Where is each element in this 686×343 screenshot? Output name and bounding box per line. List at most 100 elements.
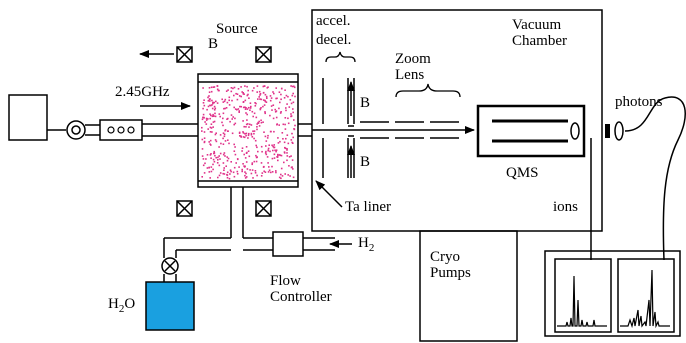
plasma-dot [212, 101, 214, 104]
plasma-dot [204, 121, 206, 123]
plasma-dot [238, 110, 240, 112]
plasma-dot [253, 132, 255, 135]
plasma-dot [210, 90, 213, 93]
plasma-dot [238, 131, 241, 134]
plasma-dot [251, 162, 254, 164]
plasma-dot [245, 112, 247, 114]
plasma-dot [208, 87, 211, 89]
plasma-dot [209, 113, 211, 115]
plasma-dot [222, 132, 225, 134]
plasma-dot [277, 153, 279, 156]
plasma-dot [230, 90, 233, 93]
plasma-dot [248, 132, 250, 135]
circulator-icon [66, 120, 86, 140]
plasma-dot [242, 131, 244, 133]
plasma-dot [258, 90, 261, 93]
plasma-dot [212, 158, 215, 161]
plasma-dot [232, 116, 234, 118]
plasma-dot [209, 154, 212, 156]
plasma-dot [214, 133, 217, 136]
plasma-dot [275, 171, 277, 174]
plasma-dot [239, 135, 241, 137]
plasma-dot [286, 155, 289, 157]
plasma-dot [249, 169, 251, 171]
b-field-label-top: B [208, 36, 219, 52]
plasma-dot [254, 170, 257, 172]
plasma-dot [240, 86, 242, 88]
plasma-dot [272, 117, 275, 120]
plasma-dot [236, 158, 239, 160]
plasma-dot [206, 108, 208, 111]
plasma-dot [201, 126, 203, 129]
plasma-dot [289, 99, 292, 101]
valve-icon [161, 257, 179, 275]
plasma-dot [211, 104, 213, 106]
plasma-dot [242, 92, 244, 94]
plasma-dot [279, 101, 281, 104]
plasma-dot [285, 137, 287, 140]
source-label: Source [216, 21, 258, 37]
plasma-dot [247, 150, 250, 152]
plasma-dot [231, 118, 233, 120]
plasma-dot [271, 165, 273, 168]
plasma-dot [271, 109, 273, 111]
plasma-dot [233, 143, 235, 146]
qms-detector [570, 122, 580, 140]
plasma-dot [263, 131, 265, 133]
plasma-dot [290, 166, 293, 169]
plasma-dot [233, 94, 235, 97]
plasma-dot [245, 107, 247, 109]
plasma-dot [241, 147, 244, 149]
plasma-dot [222, 137, 224, 140]
plasma-dot [231, 99, 233, 102]
plasma-dot [226, 156, 228, 158]
plasma-dot [224, 98, 227, 101]
plasma-dot [285, 107, 287, 109]
plasma-dot [244, 106, 246, 108]
plasma-dot [268, 169, 271, 172]
zoom-lens-brace [395, 83, 461, 98]
plasma-dot [227, 117, 229, 120]
frequency-label: 2.45GHz [115, 84, 170, 100]
plasma-dot [250, 132, 253, 135]
plasma-dot [265, 101, 268, 103]
plasma-dot [222, 143, 225, 145]
plasma-dot [291, 85, 294, 88]
microwave-generator [8, 94, 48, 141]
plasma-dot [214, 154, 216, 157]
plasma-dot [282, 123, 285, 126]
plasma-dot [267, 171, 270, 173]
plasma-dot [270, 105, 273, 107]
plasma-dot [212, 163, 214, 166]
plasma-dot [223, 135, 226, 138]
plasma-dot [246, 119, 248, 121]
plasma-dot [208, 91, 211, 93]
plasma-dot [275, 150, 277, 153]
plasma-dot [244, 85, 246, 87]
plasma-dot [249, 107, 252, 109]
plasma-dot [241, 170, 243, 173]
plasma-dot [264, 93, 267, 96]
plasma-dot [286, 149, 288, 151]
plasma-dot [234, 108, 237, 110]
plasma-dot [212, 168, 214, 171]
plasma-dot [225, 107, 228, 109]
plasma-dot [260, 145, 263, 148]
photon-lens [614, 121, 624, 141]
plasma-dot [268, 166, 270, 168]
plasma-dot [269, 99, 272, 102]
plasma-dot [251, 89, 254, 92]
plasma-dot [202, 158, 205, 160]
plasma-dot [292, 168, 294, 170]
plasma-dot [223, 133, 226, 136]
plasma-dot [280, 167, 283, 170]
plasma-dot [255, 102, 257, 105]
plasma-dot [266, 97, 268, 99]
plasma-dot [233, 86, 236, 89]
plasma-dot [285, 109, 287, 112]
plasma-dot [272, 104, 275, 106]
plasma-dot [222, 153, 225, 156]
plasma-dot [291, 94, 294, 97]
plasma-dot [201, 138, 204, 141]
plasma-dot [241, 168, 243, 171]
